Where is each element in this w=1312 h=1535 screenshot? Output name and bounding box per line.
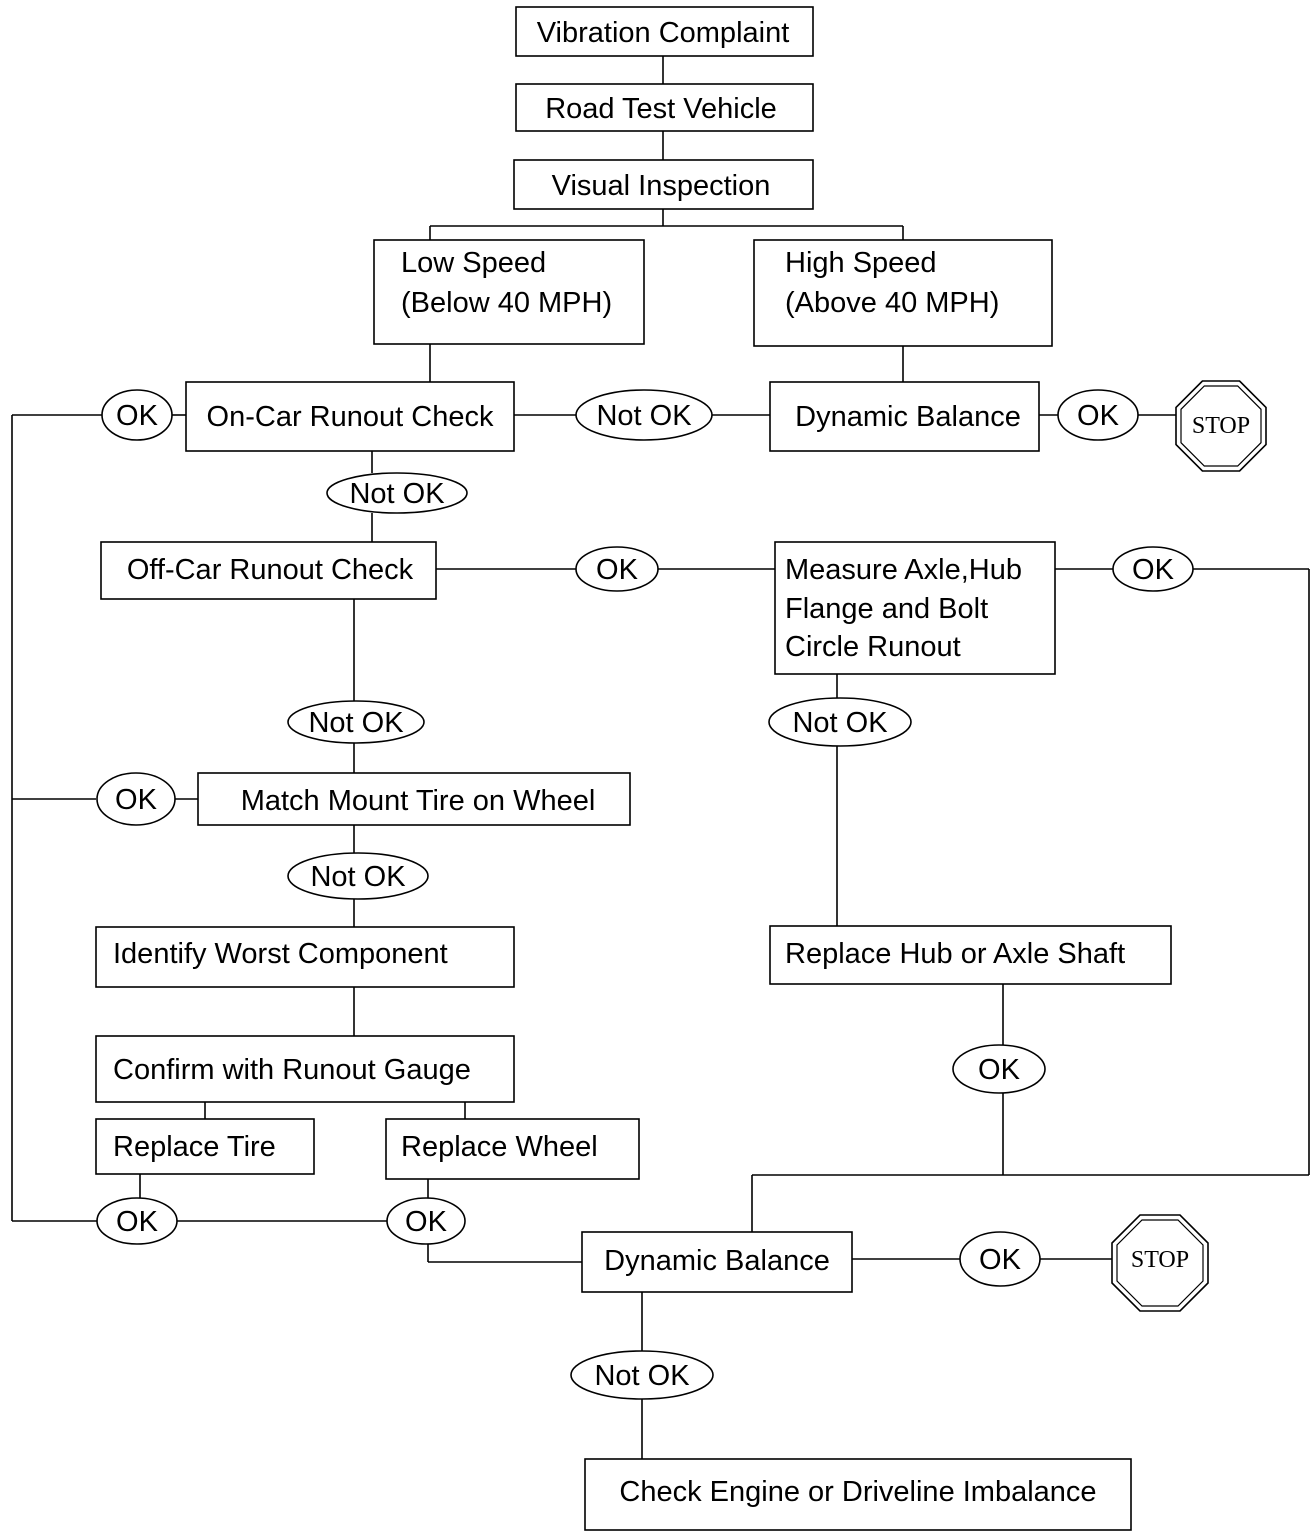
on-car-runout-label: On-Car Runout Check <box>207 401 494 433</box>
replace-wheel-label: Replace Wheel <box>401 1131 598 1163</box>
replace-tire-label: Replace Tire <box>113 1131 276 1163</box>
decision-ok-replace-tire: OK <box>96 1197 178 1245</box>
decision-ok-offcar: OK <box>575 546 659 592</box>
process-box-road-test: Road Test Vehicle <box>515 83 814 132</box>
process-box-vibration-complaint: Vibration Complaint <box>515 6 814 57</box>
measure-axle-label-line3: Circle Runout <box>785 631 961 663</box>
replace-hub-label: Replace Hub or Axle Shaft <box>785 938 1125 970</box>
ok-label: OK <box>978 1054 1021 1086</box>
process-box-visual-inspection: Visual Inspection <box>513 159 814 210</box>
not-ok-label: Not OK <box>792 707 888 739</box>
process-box-high-speed: High Speed (Above 40 MPH) <box>753 239 1053 347</box>
stop-sign-top-label: STOP <box>1192 413 1250 439</box>
not-ok-label: Not OK <box>308 707 404 739</box>
process-box-confirm-gauge: Confirm with Runout Gauge <box>95 1035 515 1103</box>
not-ok-label: Not OK <box>310 861 406 893</box>
process-box-measure-axle: Measure Axle,Hub Flange and Bolt Circle … <box>774 541 1056 675</box>
decision-ok-replace-hub: OK <box>952 1044 1046 1094</box>
dynamic-balance-bottom-label: Dynamic Balance <box>604 1245 830 1277</box>
decision-notok-offcar-below: Not OK <box>287 700 425 744</box>
match-mount-label: Match Mount Tire on Wheel <box>241 785 596 817</box>
stop-sign-icon-bottom: STOP <box>1111 1214 1209 1312</box>
ok-label: OK <box>115 784 158 816</box>
ok-label: OK <box>116 400 159 432</box>
decision-ok-dynamic-top: OK <box>1057 389 1139 441</box>
decision-notok-oncar-right: Not OK <box>575 389 713 441</box>
stop-sign-icon-top: STOP <box>1175 380 1267 472</box>
measure-axle-label-line1: Measure Axle,Hub <box>785 554 1022 586</box>
decision-ok-match-mount: OK <box>96 772 176 826</box>
dynamic-balance-top-label: Dynamic Balance <box>795 401 1021 433</box>
visual-inspection-label: Visual Inspection <box>552 170 771 202</box>
high-speed-label-line1: High Speed <box>785 247 937 279</box>
ok-label: OK <box>979 1244 1022 1276</box>
process-box-dynamic-balance-top: Dynamic Balance <box>769 381 1040 452</box>
process-box-check-engine: Check Engine or Driveline Imbalance <box>584 1458 1132 1531</box>
decision-notok-match-mount-below: Not OK <box>287 852 429 900</box>
process-box-on-car-runout: On-Car Runout Check <box>185 381 515 452</box>
ok-label: OK <box>1077 400 1120 432</box>
decision-notok-dynamic-bottom-below: Not OK <box>570 1350 714 1400</box>
low-speed-label-line1: Low Speed <box>401 247 546 279</box>
process-box-off-car-runout: Off-Car Runout Check <box>100 541 437 600</box>
vibration-complaint-label: Vibration Complaint <box>537 17 790 49</box>
decision-notok-measure-axle-below: Not OK <box>768 697 912 747</box>
ok-label: OK <box>116 1206 159 1238</box>
not-ok-label: Not OK <box>594 1360 690 1392</box>
check-engine-label: Check Engine or Driveline Imbalance <box>619 1476 1096 1508</box>
not-ok-label: Not OK <box>596 400 692 432</box>
decision-ok-dynamic-bottom: OK <box>959 1231 1041 1287</box>
decision-ok-replace-wheel: OK <box>386 1197 466 1245</box>
high-speed-label-line2: (Above 40 MPH) <box>785 287 999 319</box>
not-ok-label: Not OK <box>349 478 445 510</box>
connector-lines <box>11 56 1310 1459</box>
off-car-runout-label: Off-Car Runout Check <box>127 554 414 586</box>
ok-label: OK <box>596 554 639 586</box>
decision-notok-oncar-below: Not OK <box>326 472 468 514</box>
identify-worst-label: Identify Worst Component <box>113 938 448 970</box>
process-box-replace-hub: Replace Hub or Axle Shaft <box>769 925 1172 985</box>
process-box-replace-tire: Replace Tire <box>95 1118 315 1175</box>
process-box-low-speed: Low Speed (Below 40 MPH) <box>373 239 645 345</box>
low-speed-label-line2: (Below 40 MPH) <box>401 287 612 319</box>
measure-axle-label-line2: Flange and Bolt <box>785 593 988 625</box>
process-box-dynamic-balance-bottom: Dynamic Balance <box>581 1231 853 1293</box>
decision-ok-measure-axle: OK <box>1112 546 1194 592</box>
confirm-gauge-label: Confirm with Runout Gauge <box>113 1054 471 1086</box>
road-test-label: Road Test Vehicle <box>545 93 777 125</box>
ok-label: OK <box>1132 554 1175 586</box>
ok-label: OK <box>405 1206 448 1238</box>
process-box-match-mount: Match Mount Tire on Wheel <box>197 772 631 826</box>
decision-ok-oncar-left: OK <box>101 389 173 441</box>
process-box-replace-wheel: Replace Wheel <box>385 1118 640 1180</box>
process-box-identify-worst: Identify Worst Component <box>95 926 515 988</box>
stop-sign-bottom-label: STOP <box>1131 1247 1189 1273</box>
